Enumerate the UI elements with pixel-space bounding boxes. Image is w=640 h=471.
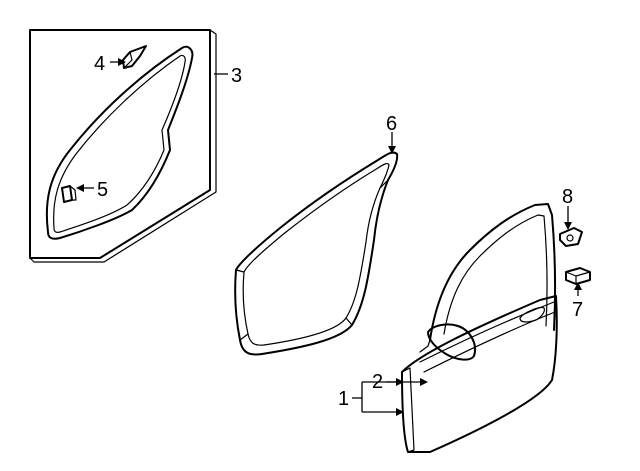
glass-run-seal [45, 45, 194, 240]
leader-5 [76, 184, 94, 192]
part-7-cap [565, 267, 591, 285]
inset-frame [29, 29, 211, 259]
part-4-clip [122, 45, 147, 69]
callout-3: 3 [231, 65, 242, 87]
part-8-clip [559, 227, 583, 247]
inset-frame-shadow [29, 29, 217, 263]
leader-6 [388, 132, 396, 154]
leader-8 [564, 206, 572, 230]
callout-2: 2 [372, 371, 383, 393]
leader-4 [110, 58, 126, 66]
callout-7: 7 [572, 299, 583, 321]
callout-8: 8 [562, 186, 573, 208]
callout-6: 6 [386, 113, 397, 135]
door-weatherstrip [234, 151, 399, 356]
inset-box [29, 29, 217, 263]
leader-7 [574, 282, 582, 296]
leader-1 [352, 378, 404, 416]
callout-1: 1 [338, 388, 349, 410]
callout-4: 4 [94, 53, 105, 75]
callout-5: 5 [97, 179, 108, 201]
part-5-clip [61, 185, 77, 203]
door-shell [401, 203, 558, 453]
